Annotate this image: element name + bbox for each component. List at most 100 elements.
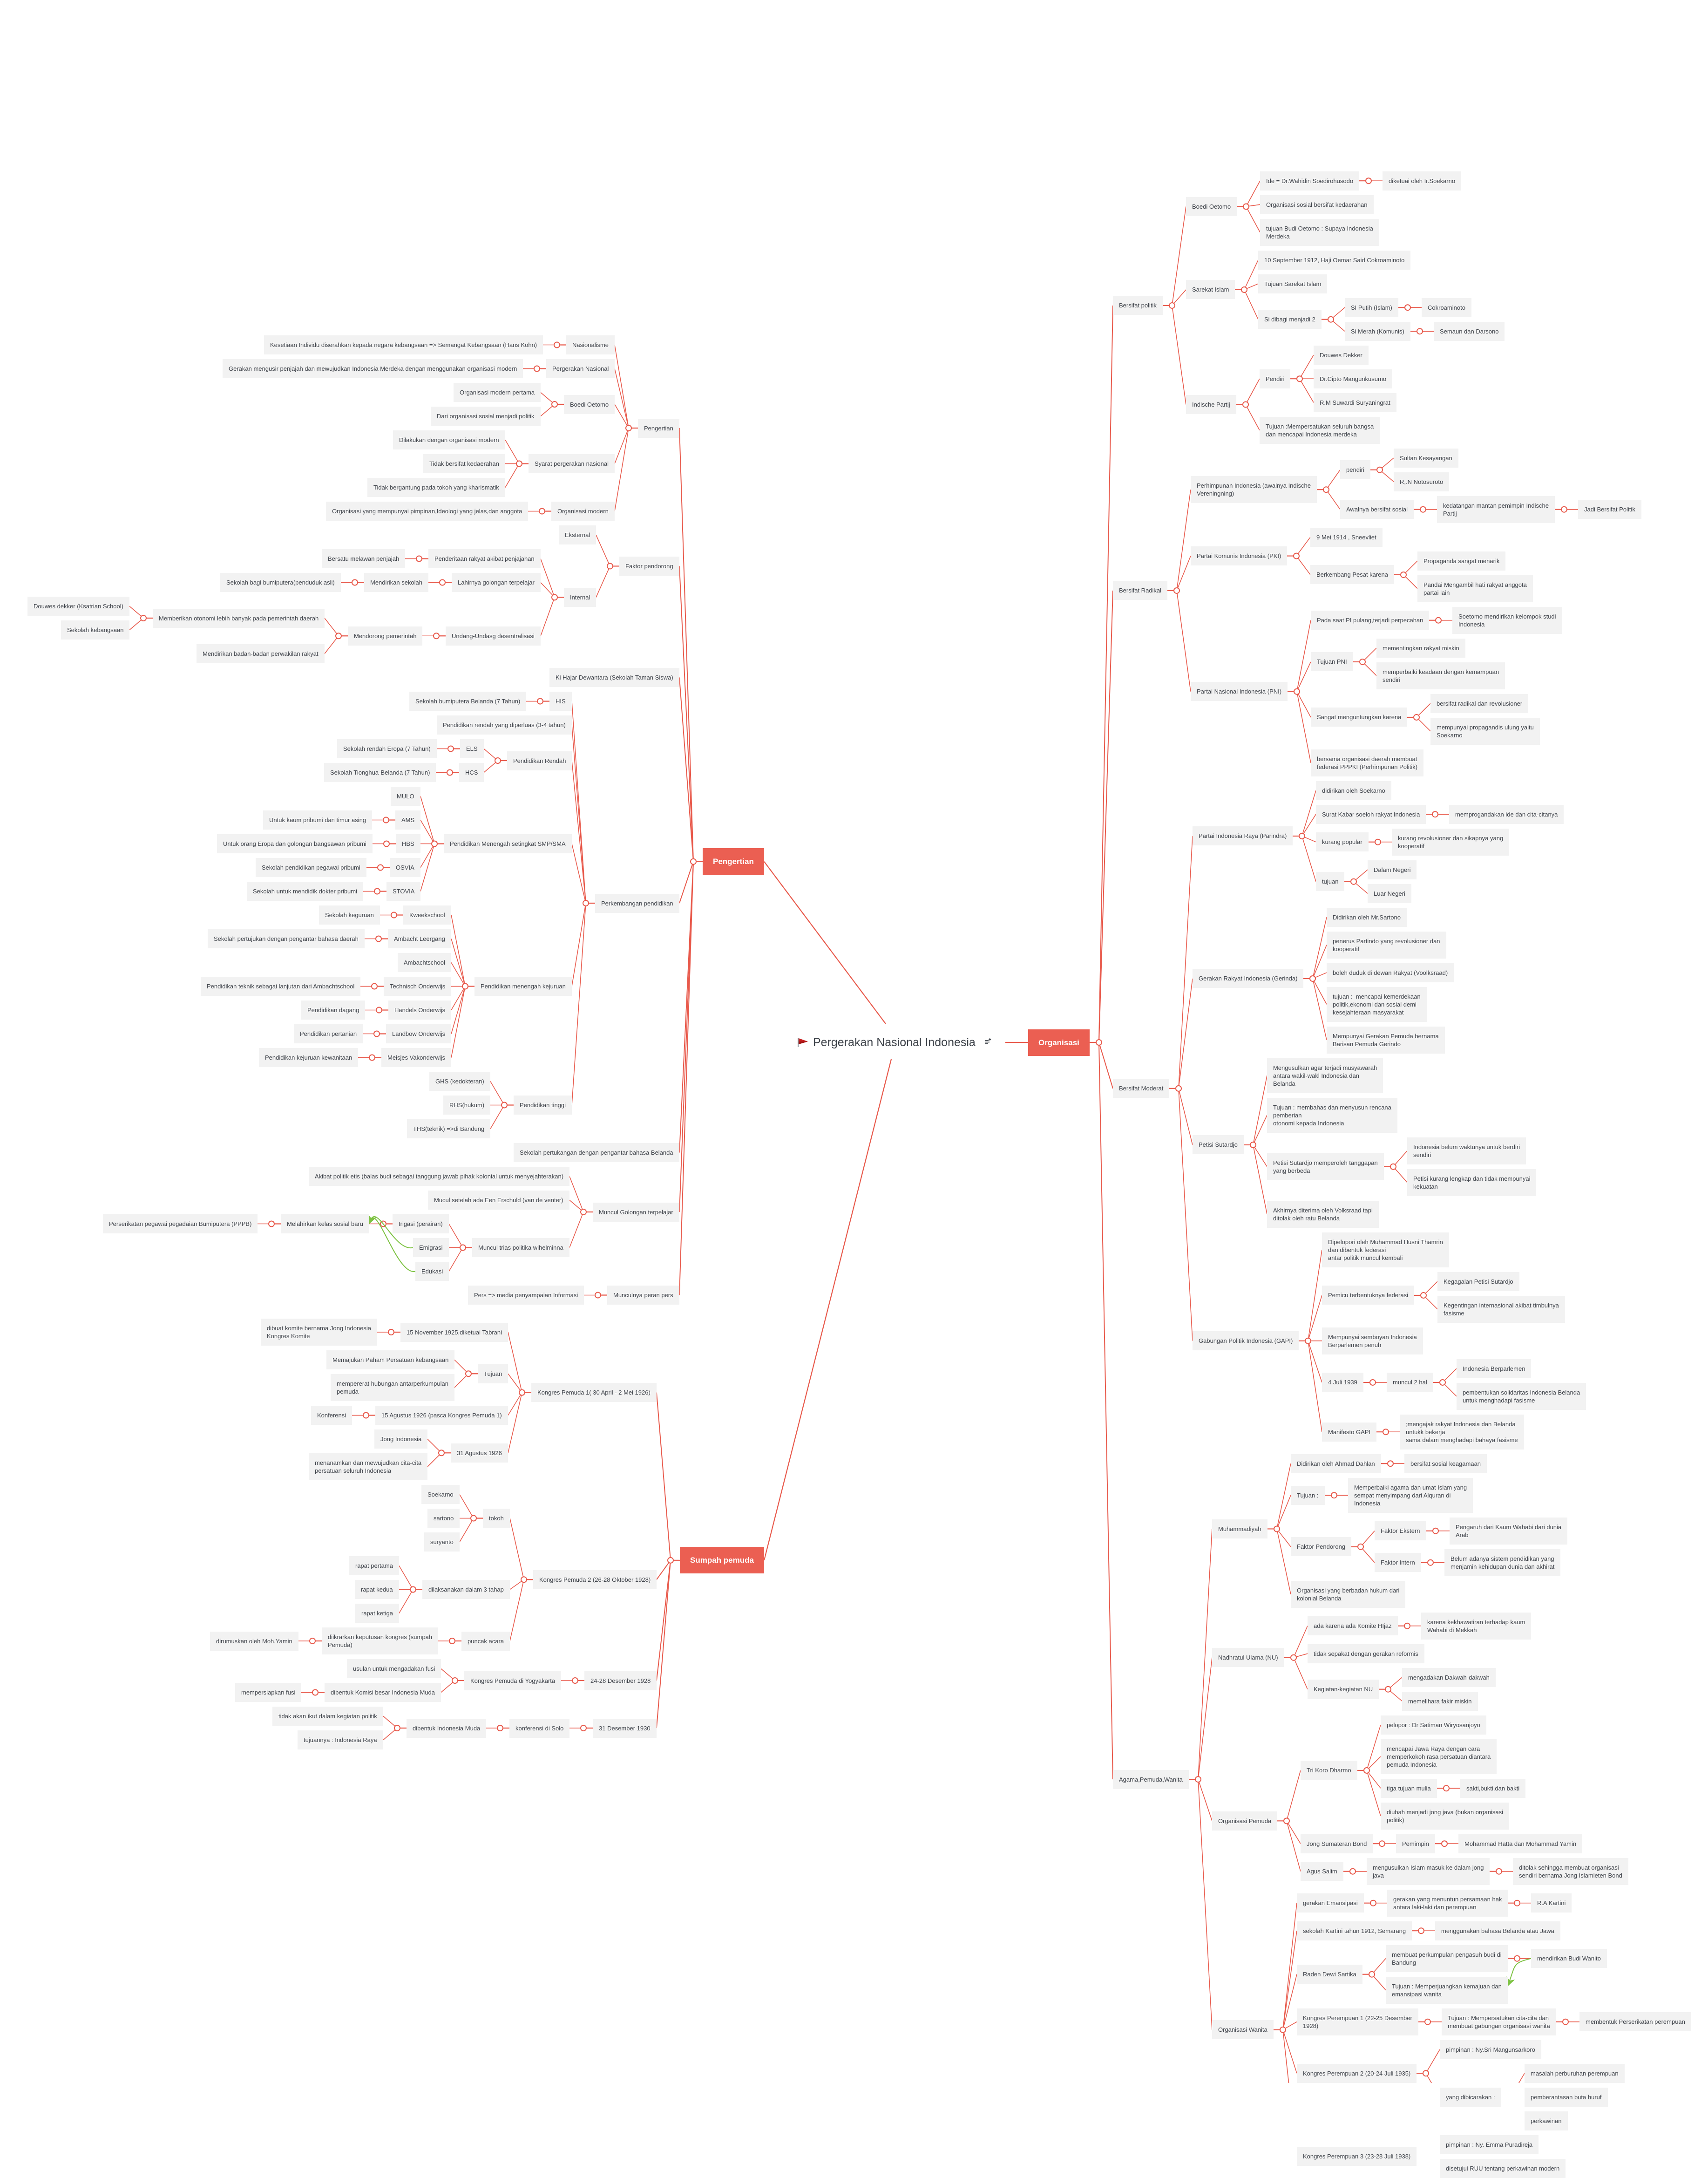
- collapse-toggle[interactable]: [1299, 832, 1305, 839]
- topic-memajukan-paham-persatuan-kebangsaan[interactable]: Memajukan Paham Persatuan kebangsaan: [326, 1350, 455, 1369]
- collapse-toggle[interactable]: [1370, 1899, 1376, 1906]
- topic-kongres-perempuan-1-22-25-desember-1928[interactable]: Kongres Perempuan 1 (22-25 Desember 1928…: [1297, 2008, 1418, 2035]
- collapse-toggle[interactable]: [497, 1725, 503, 1731]
- topic-muhammadiyah[interactable]: Muhammadiyah: [1212, 1519, 1267, 1538]
- topic-dibentuk-komisi-besar-indonesia-muda[interactable]: dibentuk Komisi besar Indonesia Muda: [325, 1683, 441, 1702]
- topic-petisi-sutardjo[interactable]: Petisi Sutardjo: [1193, 1135, 1244, 1155]
- topic-memperbaiki-agama-dan-umat-islam-yang-se[interactable]: Memperbaiki agama dan umat Islam yang se…: [1348, 1477, 1473, 1513]
- collapse-toggle[interactable]: [595, 1292, 601, 1299]
- topic-r-m-suwardi-suryaningrat[interactable]: R.M Suwardi Suryaningrat: [1314, 393, 1396, 412]
- topic-dipelopori-oleh-muhammad-husni-thamrin-d[interactable]: Dipelopori oleh Muhammad Husni Thamrin d…: [1322, 1232, 1449, 1267]
- collapse-toggle[interactable]: [1385, 1686, 1391, 1693]
- collapse-toggle[interactable]: [352, 579, 358, 586]
- topic-sartono[interactable]: sartono: [427, 1509, 460, 1528]
- topic-handels-onderwijs[interactable]: Handels Onderwijs: [388, 1001, 452, 1020]
- collapse-toggle[interactable]: [1514, 1899, 1520, 1906]
- topic-jong-indonesia[interactable]: Jong Indonesia: [374, 1429, 428, 1449]
- collapse-toggle[interactable]: [1561, 506, 1567, 513]
- collapse-toggle[interactable]: [1363, 1767, 1370, 1774]
- topic-pelopor-dr-satiman-wiryosanjoyo[interactable]: pelopor : Dr Satiman Wiryosanjoyo: [1381, 1715, 1486, 1735]
- topic-kedatangan-mantan-pemimpin-indische-part[interactable]: kedatangan mantan pemimpin Indische Part…: [1437, 496, 1555, 523]
- topic-indonesia-belum-waktunya-untuk-berdiri-s[interactable]: Indonesia belum waktunya untuk berdiri s…: [1407, 1137, 1526, 1164]
- topic-tujuan-mempersatukan-seluruh-bangsa-dan-[interactable]: Tujuan :Mempersatukan seluruh bangsa dan…: [1260, 416, 1380, 444]
- topic-sekolah-kartini-tahun-1912-semarang[interactable]: sekolah Kartini tahun 1912, Semarang: [1297, 1921, 1412, 1940]
- main-topic-pengertian[interactable]: Pengertian: [703, 848, 764, 875]
- topic-sekolah-pertukangan-dengan-pengantar-bah[interactable]: Sekolah pertukangan dengan pengantar bah…: [514, 1143, 679, 1162]
- topic-organisasi-pemuda[interactable]: Organisasi Pemuda: [1212, 1811, 1278, 1831]
- topic-kesetiaan-individu-diserahkan-kepada-neg[interactable]: Kesetiaan Individu diserahkan kepada neg…: [264, 335, 543, 354]
- topic-gerakan-mengusir-penjajah-dan-mewujudkan[interactable]: Gerakan mengusir penjajah dan mewujudkan…: [223, 359, 523, 378]
- topic-jadi-bersifat-politik[interactable]: Jadi Bersifat Politik: [1578, 500, 1641, 519]
- topic-ghs-kedokteran[interactable]: GHS (kedokteran): [429, 1072, 490, 1091]
- topic-pendidikan-dagang[interactable]: Pendidikan dagang: [301, 1001, 366, 1020]
- topic-perserikatan-pegawai-pegadaian-bumiputer[interactable]: Perserikatan pegawai pegadaian Bumiputer…: [103, 1214, 258, 1233]
- collapse-toggle[interactable]: [335, 633, 342, 640]
- topic-nasionalisme[interactable]: Nasionalisme: [566, 335, 615, 354]
- collapse-toggle[interactable]: [583, 900, 589, 906]
- collapse-toggle[interactable]: [1241, 286, 1247, 293]
- topic-kongres-perempuan-2-20-24-juli-1935[interactable]: Kongres Perempuan 2 (20-24 Juli 1935): [1297, 2063, 1417, 2083]
- topic-undang-undasg-desentralisasi[interactable]: Undang-Undasg desentralisasi: [446, 626, 541, 646]
- topic-gabungan-politik-indonesia-gapi[interactable]: Gabungan Politik Indonesia (GAPI): [1193, 1331, 1299, 1351]
- topic-tujuan-sarekat-islam[interactable]: Tujuan Sarekat Islam: [1258, 274, 1328, 293]
- topic-mempersiapkan-fusi[interactable]: mempersiapkan fusi: [235, 1683, 302, 1702]
- topic-gerakan-rakyat-indonesia-gerinda[interactable]: Gerakan Rakyat Indonesia (Gerinda): [1193, 969, 1304, 988]
- topic-r-a-kartini[interactable]: R.A Kartini: [1531, 1893, 1572, 1913]
- topic-masalah-perburuhan-perempuan[interactable]: masalah perburuhan perempuan: [1525, 2063, 1625, 2083]
- topic-tujuan-membahas-dan-menyusun-rencana-pem[interactable]: Tujuan : membahas dan menyusun rencana p…: [1267, 1097, 1397, 1133]
- topic-muncul-golongan-terpelajar[interactable]: Muncul Golongan terpelajar: [593, 1202, 679, 1222]
- collapse-toggle[interactable]: [1413, 714, 1420, 721]
- topic-perkawinan[interactable]: perkawinan: [1525, 2111, 1568, 2130]
- topic-pendiri[interactable]: Pendiri: [1260, 369, 1291, 388]
- topic-mencapai-jawa-raya-dengan-cara-memperkok[interactable]: mencapai Jawa Raya dengan cara memperkok…: [1381, 1739, 1497, 1774]
- topic-lahirnya-golongan-terpelajar[interactable]: Lahirnya golongan terpelajar: [452, 573, 541, 592]
- collapse-toggle[interactable]: [1375, 838, 1381, 845]
- collapse-toggle[interactable]: [1390, 1163, 1396, 1170]
- topic-manifesto-gapi[interactable]: Manifesto GAPI: [1322, 1422, 1377, 1442]
- topic-perkembangan-pendidikan[interactable]: Perkembangan pendidikan: [595, 893, 679, 913]
- collapse-toggle[interactable]: [580, 1209, 587, 1215]
- topic-gerakan-yang-menuntun-persamaan-hak-anta[interactable]: gerakan yang menuntun persamaan hak anta…: [1387, 1889, 1508, 1917]
- topic-dirumuskan-oleh-moh-yamin[interactable]: dirumuskan oleh Moh.Yamin: [210, 1631, 298, 1651]
- topic-eksternal[interactable]: Eksternal: [559, 525, 596, 544]
- topic-organisasi-modern[interactable]: Organisasi modern: [551, 502, 615, 521]
- topic-indonesia-berparlemen[interactable]: Indonesia Berparlemen: [1457, 1359, 1532, 1378]
- topic-munculnya-peran-pers[interactable]: Munculnya peran pers: [607, 1286, 679, 1305]
- topic-memberikan-otonomi-lebih-banyak-pada-pem[interactable]: Memberikan otonomi lebih banyak pada pem…: [153, 608, 325, 628]
- collapse-toggle[interactable]: [438, 1450, 445, 1457]
- topic-organisasi-yang-berbadan-hukum-dari-kolo[interactable]: Organisasi yang berbadan hukum dari kolo…: [1291, 1580, 1406, 1608]
- topic-gerakan-emansipasi[interactable]: gerakan Emansipasi: [1297, 1893, 1364, 1913]
- topic-sekolah-kebangsaan[interactable]: Sekolah kebangsaan: [61, 620, 130, 640]
- topic-mempunyai-gerakan-pemuda-bernama-barisan[interactable]: Mempunyai Gerakan Pemuda bernama Barisan…: [1327, 1026, 1445, 1054]
- topic-mucul-setelah-ada-een-erschuld-van-de-ve[interactable]: Mucul setelah ada Een Erschuld (van de v…: [428, 1191, 569, 1210]
- collapse-toggle[interactable]: [1280, 2026, 1286, 2033]
- collapse-toggle[interactable]: [1435, 617, 1442, 624]
- collapse-toggle[interactable]: [580, 1725, 587, 1731]
- topic-partai-nasional-indonesia-pni[interactable]: Partai Nasional Indonesia (PNI): [1191, 682, 1288, 701]
- topic-emigrasi[interactable]: Emigrasi: [413, 1238, 449, 1257]
- topic-diubah-menjadi-jong-java-bukan-organisas[interactable]: diubah menjadi jong java (bukan organisa…: [1381, 1802, 1510, 1830]
- collapse-toggle[interactable]: [1376, 466, 1383, 473]
- topic-bersifat-radikal[interactable]: Bersifat Radikal: [1113, 581, 1168, 600]
- topic-mengadakan-dakwah-dakwah[interactable]: mengadakan Dakwah-dakwah: [1402, 1668, 1496, 1687]
- collapse-toggle[interactable]: [572, 1677, 578, 1684]
- central-topic[interactable]: Pergerakan Nasional Indonesia: [797, 1033, 991, 1052]
- collapse-toggle[interactable]: [1514, 1955, 1520, 1962]
- collapse-toggle[interactable]: [388, 1329, 394, 1335]
- topic-mempererat-hubungan-antarperkumpulan-pem[interactable]: mempererat hubungan antarperkumpulan pem…: [331, 1374, 454, 1401]
- collapse-toggle[interactable]: [1432, 811, 1438, 818]
- topic-dilakukan-dengan-organisasi-modern[interactable]: Dilakukan dengan organisasi modern: [393, 430, 505, 449]
- topic-puncak-acara[interactable]: puncak acara: [461, 1631, 510, 1651]
- topic-faktor-pendorong[interactable]: Faktor pendorong: [619, 556, 679, 576]
- collapse-toggle[interactable]: [394, 1725, 400, 1731]
- topic-surat-kabar-soeloh-rakyat-indonesia[interactable]: Surat Kabar soeloh rakyat Indonesia: [1316, 804, 1426, 824]
- topic-pengertian[interactable]: Pengertian: [638, 418, 679, 438]
- topic-sekolah-bumiputera-belanda-7-tahun[interactable]: Sekolah bumiputera Belanda (7 Tahun): [409, 692, 527, 711]
- topic-membentuk-perserikatan-perempuan[interactable]: membentuk Perserikatan perempuan: [1579, 2012, 1691, 2032]
- topic-ki-hajar-dewantara-sekolah-taman-siswa[interactable]: Ki Hajar Dewantara (Sekolah Taman Siswa): [549, 668, 679, 687]
- collapse-toggle[interactable]: [462, 983, 468, 990]
- topic-pendidikan-menengah-kejuruan[interactable]: Pendidikan menengah kejuruan: [474, 977, 572, 996]
- topic-meisjes-vakonderwijs[interactable]: Meisjes Vakonderwijs: [381, 1048, 452, 1067]
- topic-diketuai-oleh-ir-soekarno[interactable]: diketuai oleh Ir.Soekarno: [1383, 171, 1462, 191]
- collapse-toggle[interactable]: [447, 745, 454, 752]
